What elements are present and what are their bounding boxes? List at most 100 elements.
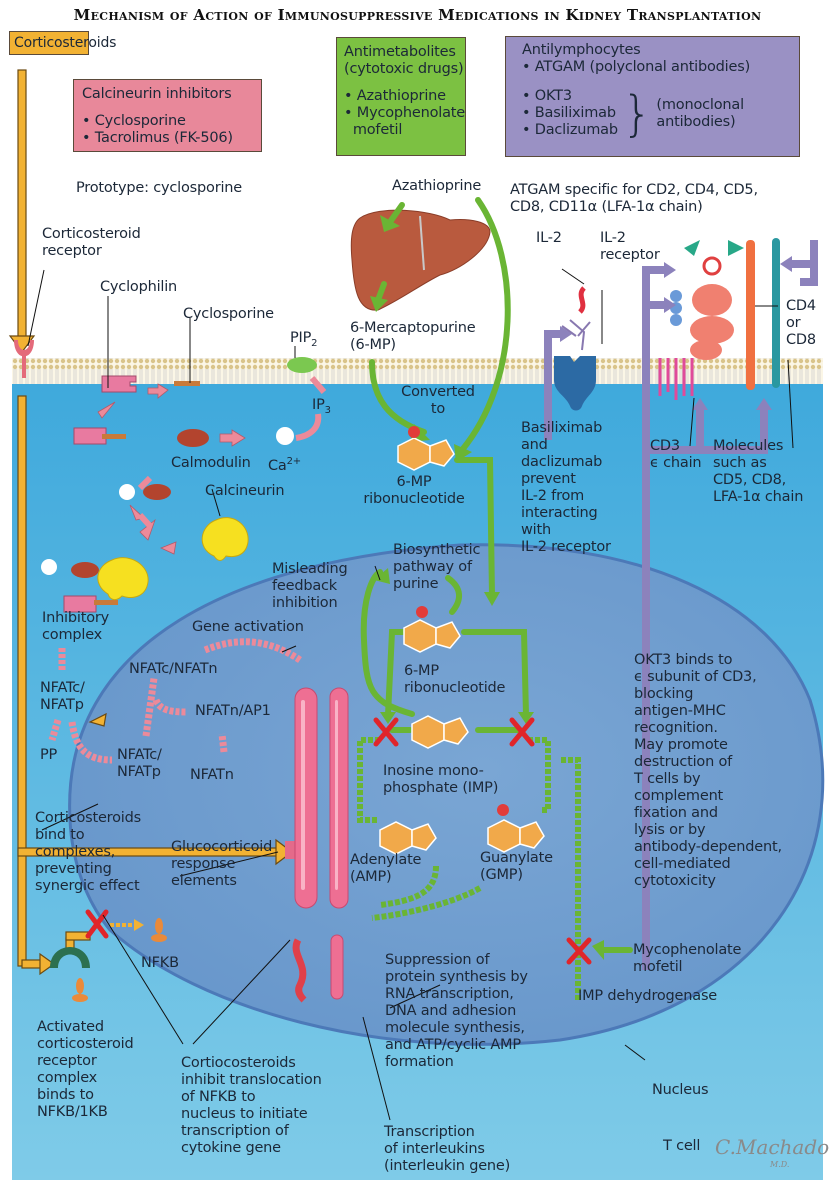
label-line: synergic effect	[35, 878, 140, 894]
label-line: Basiliximab	[521, 420, 603, 436]
calcium-label: Ca2+	[268, 453, 301, 475]
label-line: Corticosteroids	[35, 810, 141, 826]
label-line: NFATc/	[40, 680, 85, 696]
label-line: Activated	[37, 1019, 104, 1035]
label-line: elements	[171, 873, 237, 889]
calmodulin-label: Calmodulin	[171, 455, 251, 471]
label-line: LFA-1α chain	[713, 489, 804, 505]
label-line: of interleukins	[384, 1141, 485, 1157]
gene-activation-label: Gene activation	[192, 619, 304, 635]
label-line: ribonucleotide	[404, 680, 506, 696]
nfatc-nfatp-label-1: NFATc/ NFATp	[40, 680, 85, 714]
label-line: Transcription	[384, 1124, 475, 1140]
adenylate-label: Adenylate (AMP)	[350, 852, 421, 886]
calcineurin-inhibitors-box: Calcineurin inhibitors • Cyclosporine • …	[73, 79, 262, 152]
mp-ribonucleotide-label-1: 6-MP ribonucleotide	[358, 474, 470, 508]
label-line: to	[430, 401, 446, 417]
corticosteroid-receptor-label: Corticosteroid receptor	[42, 226, 141, 260]
label-line: transcription of	[181, 1123, 289, 1139]
diagram-title: Mechanism of Action of Immunosuppressive…	[73, 6, 762, 24]
biosynthetic-label: Biosynthetic pathway of purine	[393, 542, 480, 593]
cyclophilin-label: Cyclophilin	[100, 279, 178, 295]
label-line: bind to	[35, 827, 85, 843]
label-line: CD3	[650, 438, 680, 454]
corticosteroid-pathway	[8, 69, 293, 976]
calcineurin-item-cyclosporine: • Cyclosporine	[82, 113, 186, 129]
label-line: protein synthesis by	[385, 969, 528, 985]
cell-membrane	[12, 358, 823, 384]
il2-receptor-label: IL-2 receptor	[600, 230, 660, 264]
cyclosporine-label: Cyclosporine	[183, 306, 274, 322]
il2-label: IL-2	[536, 230, 562, 246]
suppression-label: Suppression of protein synthesis by RNA …	[385, 952, 528, 1071]
antilymphocytes-okt3: • OKT3	[522, 88, 572, 104]
label-line: cytokine gene	[181, 1140, 281, 1156]
label-line: (GMP)	[480, 867, 523, 883]
activated-receptor-label: Activated corticosteroid receptor comple…	[37, 1019, 134, 1121]
label-line: cytotoxicity	[634, 873, 716, 889]
label-line: complement	[634, 788, 724, 804]
mycophenolate-label: Mycophenolate mofetil	[633, 942, 741, 976]
antimetabolites-box: Antimetabolites (cytotoxic drugs) • Azat…	[336, 37, 466, 156]
label-line: lysis or by	[634, 822, 706, 838]
ip3-text: IP	[312, 397, 325, 413]
label-line: (6-MP)	[350, 337, 396, 353]
label-line: mofetil	[633, 959, 683, 975]
label-line: NFATp	[40, 697, 84, 713]
corticosteroids-label: Corticosteroids	[14, 35, 117, 51]
transcription-interleukins-label: Transcription of interleukins (interleuk…	[384, 1124, 510, 1175]
nfatn-label: NFATn	[190, 767, 234, 783]
label-line: IL-2 receptor	[521, 539, 611, 555]
ip3-label: IP3	[312, 397, 331, 419]
label-line: May promote	[634, 737, 728, 753]
label-line: 6-Mercaptopurine	[350, 320, 476, 336]
chromosomes	[294, 687, 349, 1000]
mp-ribonucleotide-label-2: 6-MP ribonucleotide	[404, 663, 505, 697]
monoclonal-note-1: (monoclonal	[656, 96, 744, 113]
calcineurin-item-tacrolimus: • Tacrolimus (FK-506)	[82, 130, 233, 146]
antimetabolites-item-azathioprine: • Azathioprine	[344, 88, 446, 104]
calcineurin-heading: Calcineurin inhibitors	[82, 86, 232, 102]
label-line: receptor	[600, 247, 660, 263]
label-line: corticosteroid	[37, 1036, 134, 1052]
okt3-note: OKT3 binds to ϵ subunit of CD3, blocking…	[634, 652, 782, 890]
inhibitory-complex-label: Inhibitory complex	[42, 610, 109, 644]
label-line: with	[521, 522, 551, 538]
nfatn-ap1-label: NFATn/AP1	[195, 703, 271, 719]
label-line: DNA and adhesion	[385, 1003, 517, 1019]
cd4-cd8-label: CD4 or CD8	[786, 298, 816, 349]
guanylate-label: Guanylate (GMP)	[480, 850, 553, 884]
label-line: binds to	[37, 1087, 94, 1103]
label-line: NFKB/1KB	[37, 1104, 108, 1120]
label-line: CD4	[786, 298, 816, 314]
label-line: such as	[713, 455, 767, 471]
label-line: prevent	[521, 471, 576, 487]
label-line: antibody-dependent,	[634, 839, 782, 855]
label-line: RNA transcription,	[385, 986, 514, 1002]
label-line: Cortiocosteroids	[181, 1055, 296, 1071]
label-line: IL-2	[600, 230, 626, 246]
interleukin-gene-fragment	[292, 938, 307, 1003]
antilymphocytes-box: Antilymphocytes • ATGAM (polyclonal anti…	[505, 36, 800, 157]
imp-label: Inosine mono- phosphate (IMP)	[383, 763, 498, 797]
label-line: inhibit translocation	[181, 1072, 322, 1088]
label-line: pathway of	[393, 559, 472, 575]
label-line: molecule synthesis,	[385, 1020, 525, 1036]
label-line: antigen-MHC	[634, 703, 726, 719]
antimetabolite-arrows	[360, 197, 633, 953]
antimetabolites-heading: Antimetabolites	[344, 44, 456, 60]
label-line: Inhibitory	[42, 610, 110, 626]
label-line: Adenylate	[350, 852, 422, 868]
label-line: Corticosteroid	[42, 226, 141, 242]
label-line: Misleading	[272, 561, 348, 577]
label-line: T cells by	[634, 771, 701, 787]
ip3-subscript: 3	[324, 404, 331, 416]
label-line: Suppression of	[385, 952, 490, 968]
cyclophilin-shapes	[63, 375, 137, 613]
label-line: ϵ chain	[650, 455, 702, 471]
nucleus-label: Nucleus	[652, 1082, 709, 1098]
antilymphocytes-daclizumab: • Daclizumab	[522, 122, 618, 138]
label-line: IL-2 from	[521, 488, 585, 504]
basiliximab-note: Basiliximab and daclizumab prevent IL-2 …	[521, 420, 611, 556]
